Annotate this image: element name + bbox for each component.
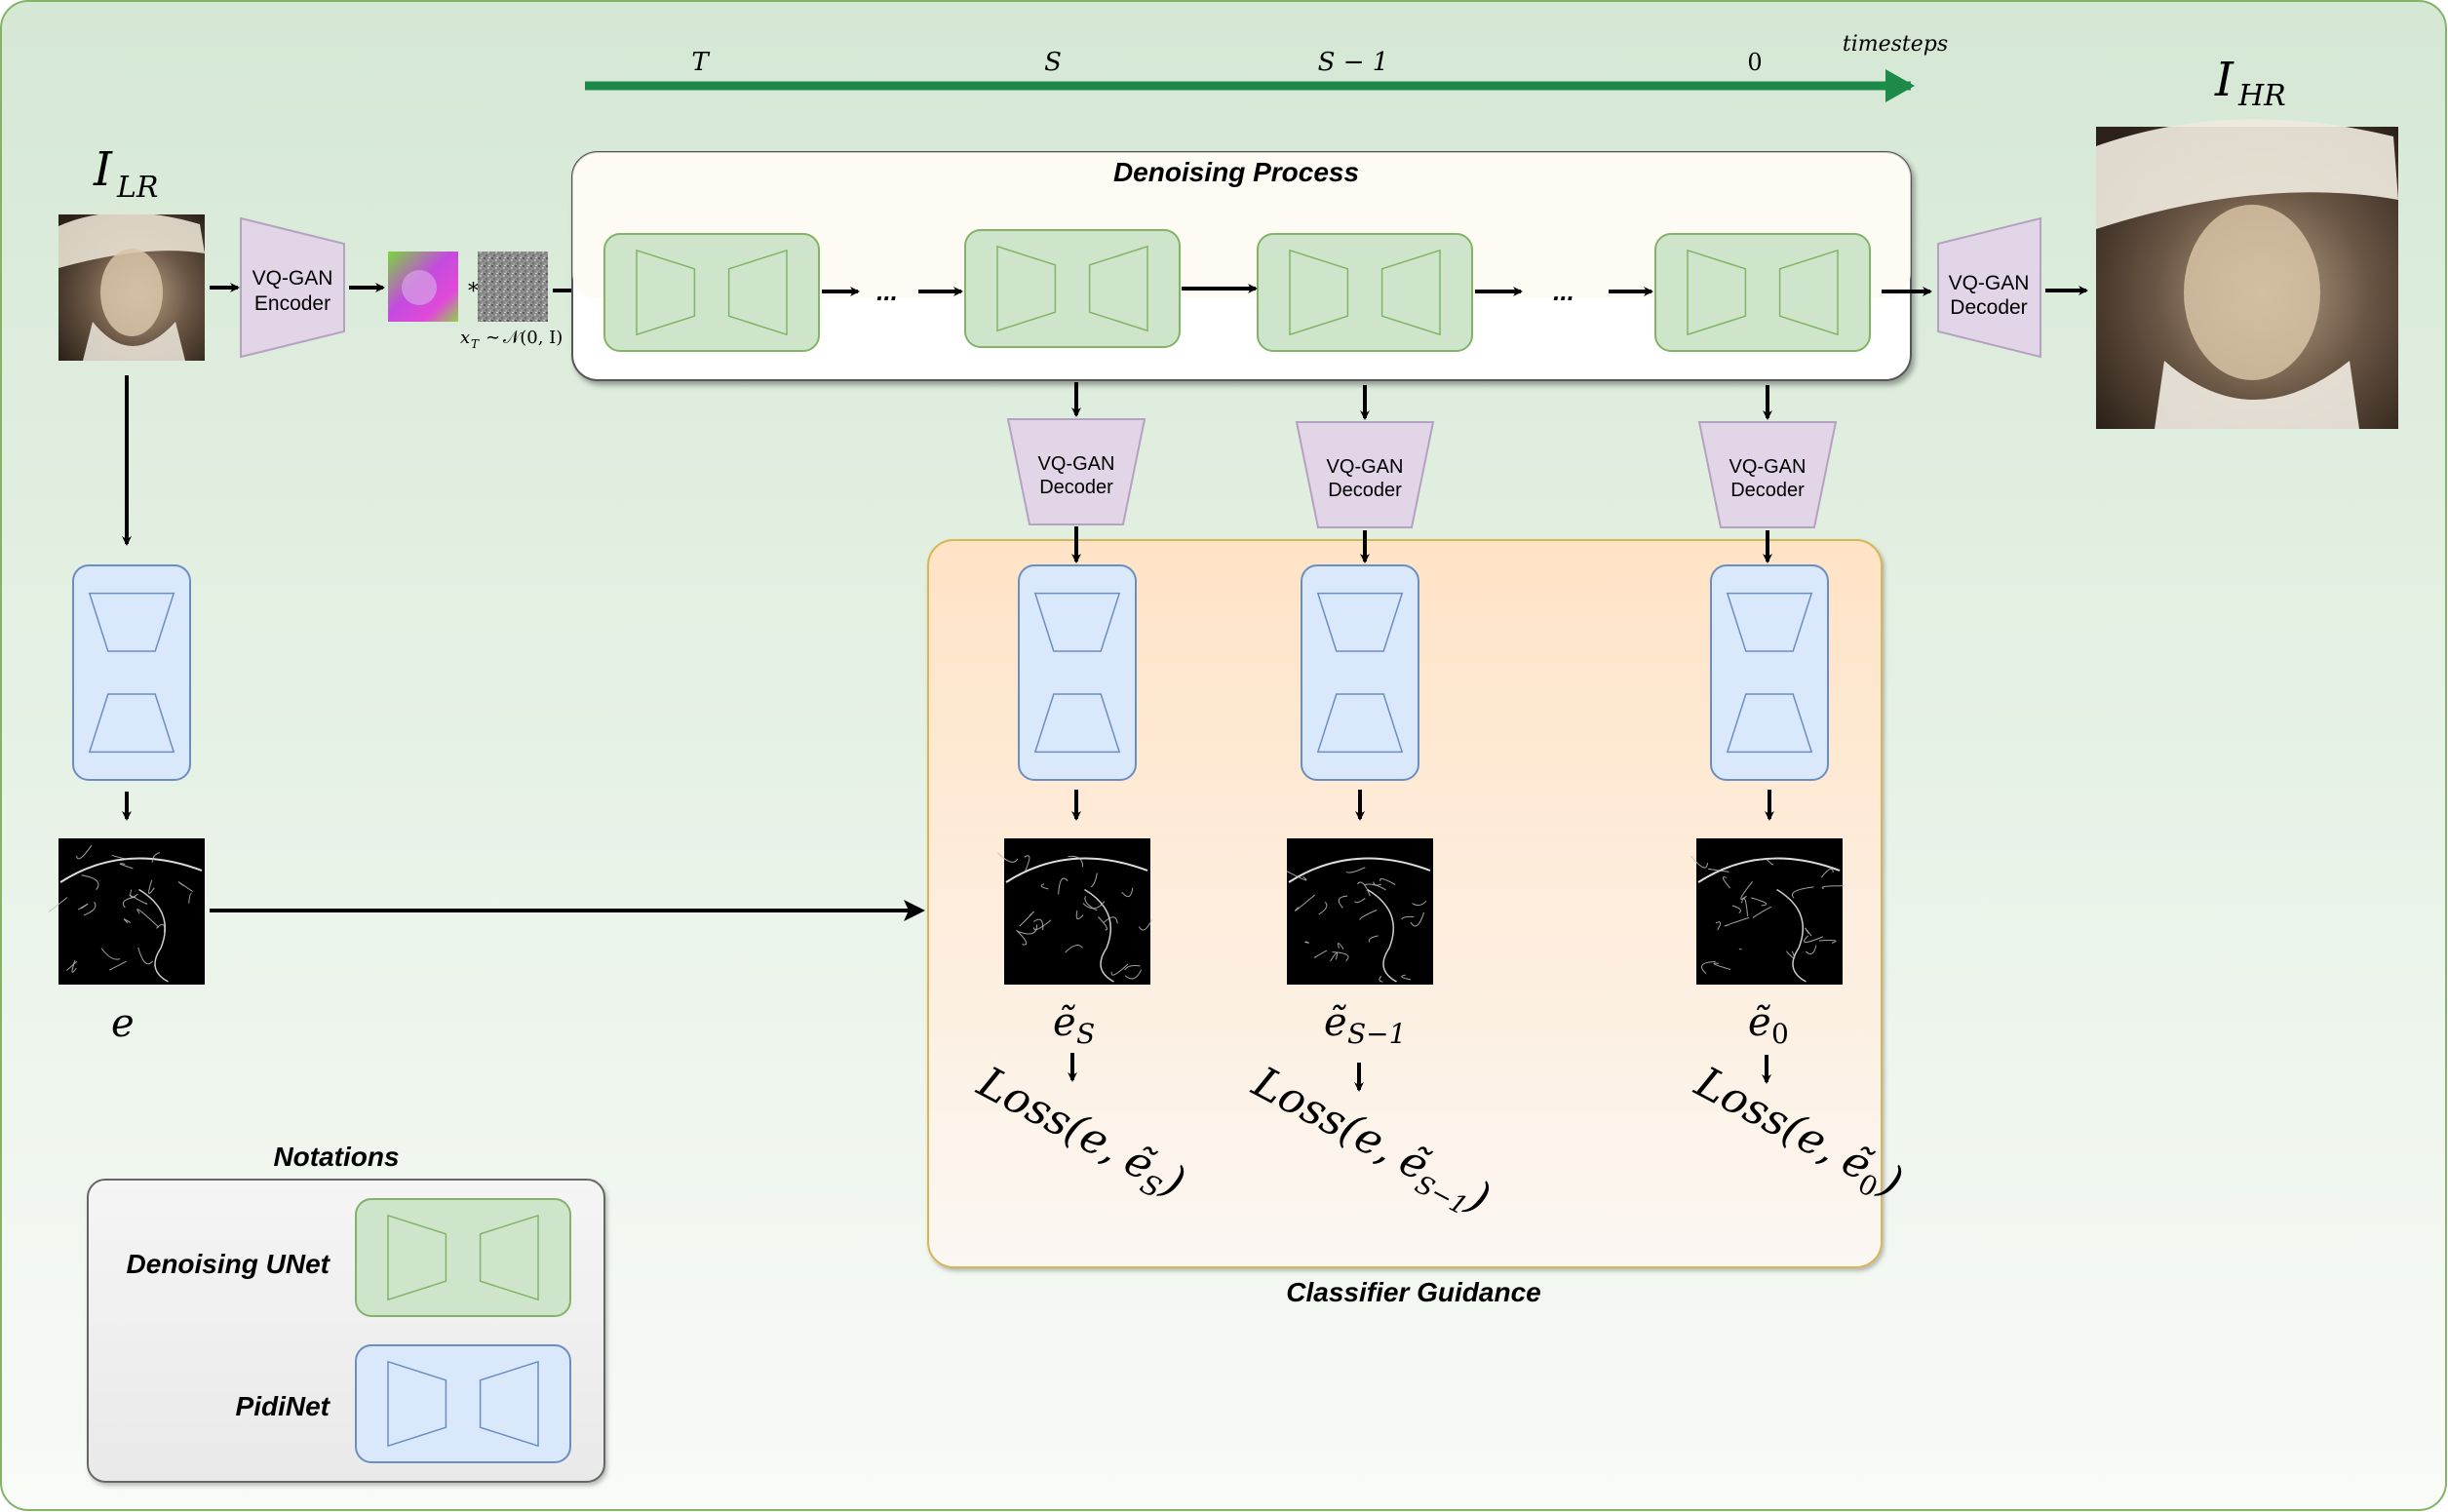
ellipsis-1: ... xyxy=(876,277,898,306)
encoder-line1: VQ-GAN xyxy=(253,267,333,290)
hr-image xyxy=(2096,119,2398,429)
classifier-guidance-title: Classifier Guidance xyxy=(1286,1277,1540,1307)
vqgan-decoder-s-minus-1-line1: VQ-GAN xyxy=(1327,456,1404,478)
edge-label: e xyxy=(111,1001,135,1046)
edge-output-3: ẽ 0 xyxy=(1748,1000,1789,1050)
vqgan-decoder-0-line2: Decoder xyxy=(1730,480,1805,501)
vqgan-decoder-s-line1: VQ-GAN xyxy=(1038,453,1115,475)
vqgan-encoder: VQ-GAN Encoder xyxy=(240,216,345,359)
noise-label-dist: 𝒩(0, I) xyxy=(503,328,563,348)
denoising-process-box: Denoising Process xyxy=(571,151,1912,381)
final-decoder-line2: Decoder xyxy=(1950,296,2027,319)
notation-pidinet-label: PidiNet xyxy=(236,1391,331,1421)
timeline-tick-S-minus-1: S − 1 xyxy=(1318,48,1389,77)
unet-block-2 xyxy=(964,229,1181,348)
timeline: T S S − 1 0 timesteps xyxy=(585,32,1948,102)
pidinet-s xyxy=(1018,564,1137,781)
timeline-tick-0: 0 xyxy=(1747,49,1762,76)
latent-and-noise: * x T ∼ 𝒩(0, I) xyxy=(388,252,563,351)
encoder-line2: Encoder xyxy=(254,292,330,315)
denoising-title: Denoising Process xyxy=(1113,157,1359,187)
notations-title: Notations xyxy=(273,1142,399,1172)
lr-image xyxy=(58,212,205,361)
unet-blocks xyxy=(603,229,1871,352)
edge-output-2: ẽ S−1 xyxy=(1324,1000,1406,1050)
edge-map-s xyxy=(997,838,1153,985)
timeline-tick-S: S xyxy=(1044,48,1062,77)
vqgan-decoder-0-line1: VQ-GAN xyxy=(1729,456,1807,478)
edge-map-s-minus-1 xyxy=(1286,838,1433,985)
lr-label: I LR xyxy=(93,142,159,205)
notation-denoising-unet-icon xyxy=(355,1198,571,1317)
edge-output-1: ẽ S xyxy=(1053,1000,1095,1050)
noise-label-x: x xyxy=(460,328,470,348)
unet-block-3 xyxy=(1257,233,1473,352)
edge-output-1-e: ẽ xyxy=(1053,1000,1076,1045)
pidinet-left xyxy=(72,564,191,781)
notation-pidinet-icon xyxy=(355,1344,571,1463)
ellipsis-2: ... xyxy=(1553,277,1574,306)
edge-output-2-e: ẽ xyxy=(1324,1000,1347,1045)
pidinet-s-minus-1 xyxy=(1301,564,1419,781)
vqgan-decoder-s-minus-1-line2: Decoder xyxy=(1328,480,1402,501)
concat-symbol: * xyxy=(468,280,479,304)
noise-label-tilde: ∼ xyxy=(486,328,500,348)
final-decoder-line1: VQ-GAN xyxy=(1949,272,2030,294)
unet-block-1 xyxy=(603,233,820,352)
lr-label-main: I xyxy=(93,142,113,197)
edge-maps xyxy=(48,838,1845,985)
vqgan-final-decoder: VQ-GAN Decoder xyxy=(1937,216,2041,359)
edge-output-3-e: ẽ xyxy=(1748,1000,1771,1045)
timeline-label: timesteps xyxy=(1843,32,1948,57)
edge-output-3-sub: 0 xyxy=(1771,1018,1789,1050)
unet-block-4 xyxy=(1654,233,1871,352)
edge-output-1-sub: S xyxy=(1076,1018,1095,1050)
noise-label-sub: T xyxy=(471,337,480,351)
notation-denoising-unet-label: Denoising UNet xyxy=(127,1249,331,1279)
hr-label-sub: HR xyxy=(2237,79,2286,113)
vqgan-decoder-s-line2: Decoder xyxy=(1039,477,1113,498)
edge-map-input xyxy=(48,838,205,985)
noise-image xyxy=(478,252,548,322)
pidinet-blocks xyxy=(72,564,1829,781)
lr-label-sub: LR xyxy=(116,171,159,205)
pidinet-0 xyxy=(1710,564,1829,781)
hr-label-main: I xyxy=(2214,53,2234,107)
edge-map-0 xyxy=(1690,838,1845,985)
timeline-tick-T: T xyxy=(691,48,710,77)
hr-label: I HR xyxy=(2214,53,2286,113)
edge-output-2-sub: S−1 xyxy=(1347,1018,1406,1050)
notation-shapes xyxy=(355,1198,571,1463)
